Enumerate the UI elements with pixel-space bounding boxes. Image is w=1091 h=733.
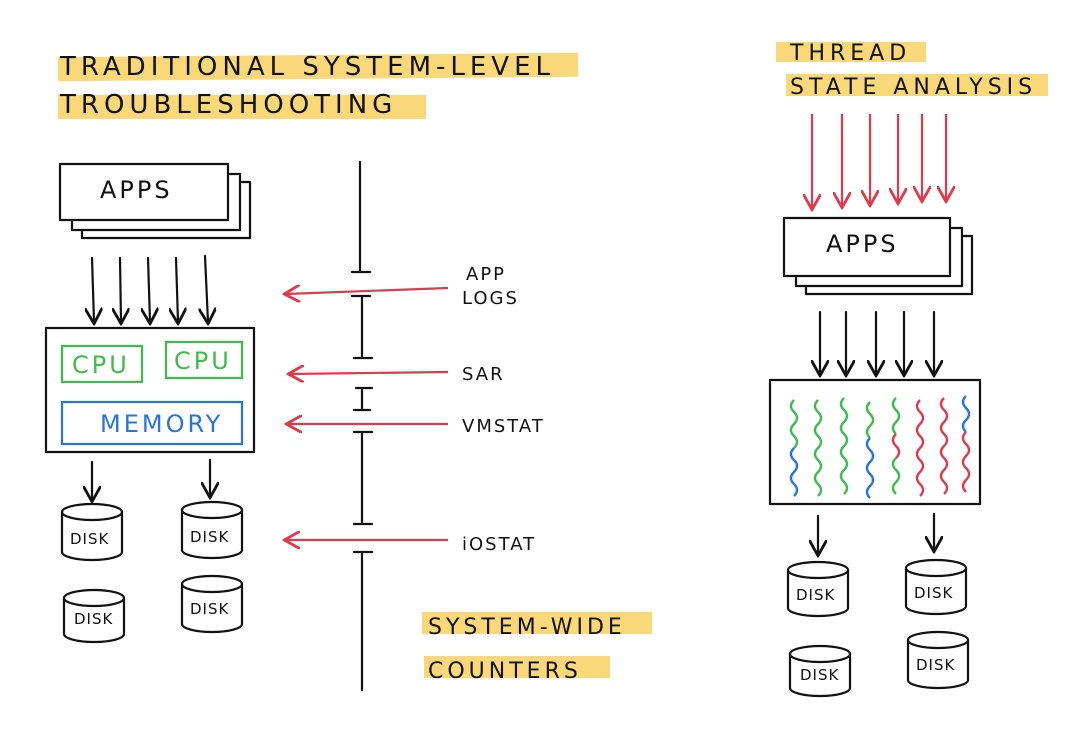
left-disk-4: DISK: [180, 574, 244, 634]
thread-icon: [789, 447, 799, 497]
cpu-box-1: [60, 344, 144, 384]
thread-icon: [789, 399, 799, 449]
thread-state-box: [768, 378, 982, 506]
timeline-divider: [350, 160, 374, 692]
left-app-arrows: [92, 254, 208, 322]
left-disk-2: DISK: [180, 500, 244, 560]
thread-icon: [865, 437, 875, 499]
tool-sar: SAR: [462, 364, 505, 385]
cpu-label-1: CPU: [72, 351, 130, 379]
right-title: THREAD STATE ANALYSIS: [776, 41, 1048, 100]
footer-highlight-2: [424, 656, 610, 678]
left-title-line1: TRADITIONAL SYSTEM-LEVEL: [59, 52, 555, 82]
cpu-box-2: [164, 340, 244, 380]
cpu-label-2: CPU: [174, 347, 232, 375]
left-title-line2: TROUBLESHOOTING: [59, 90, 397, 120]
title-highlight-1: [57, 52, 579, 82]
disk-label: DISK: [190, 528, 229, 546]
footer-line2: COUNTERS: [428, 659, 582, 684]
thread-icon: [865, 401, 875, 439]
thread-icon: [939, 397, 949, 495]
left-system-box: CPU CPU MEMORY: [44, 326, 256, 454]
right-app-arrows: [820, 310, 934, 374]
thread-icon: [891, 433, 901, 459]
right-red-arrows: [812, 114, 946, 208]
disk-label: DISK: [914, 584, 953, 602]
right-apps-label: APPS: [826, 230, 899, 258]
right-disk-4: DISK: [906, 630, 970, 690]
right-disk-1: DISK: [786, 560, 850, 618]
tool-arrows: [286, 288, 449, 540]
disk-label: DISK: [190, 600, 229, 618]
disk-label: DISK: [74, 610, 113, 628]
tool-iostat: iOSTAT: [462, 534, 536, 555]
thread-icon: [813, 399, 823, 497]
thread-icon: [891, 457, 901, 495]
left-title: TRADITIONAL SYSTEM-LEVEL TROUBLESHOOTING: [57, 52, 579, 120]
right-disk-2: DISK: [904, 558, 968, 616]
footer-caption: SYSTEM-WIDE COUNTERS: [422, 612, 652, 684]
title-highlight-2: [58, 95, 426, 119]
tool-app-logs-1: APP: [466, 264, 506, 285]
left-apps-label: APPS: [100, 176, 173, 204]
left-disk-1: DISK: [60, 502, 124, 562]
arrow-icon: [286, 288, 449, 294]
disk-label: DISK: [800, 666, 839, 684]
left-disk-3: DISK: [62, 588, 126, 644]
arrow-icon: [290, 372, 449, 374]
right-title-highlight-1: [776, 42, 926, 62]
right-apps-stack: APPS: [782, 216, 974, 296]
right-title-highlight-2: [786, 74, 1048, 96]
thread-icon: [961, 395, 971, 433]
thread-icon: [839, 397, 849, 495]
disk-label: DISK: [916, 656, 955, 674]
tool-vmstat: VMSTAT: [462, 416, 545, 437]
tool-app-logs-2: LOGS: [462, 288, 519, 309]
right-disk-3: DISK: [788, 644, 852, 698]
disk-label: DISK: [70, 530, 109, 548]
right-title-line1: THREAD: [789, 41, 911, 66]
footer-line1: SYSTEM-WIDE: [428, 615, 626, 640]
thread-icon: [915, 399, 925, 497]
left-apps-stack: APPS: [58, 162, 252, 240]
memory-label: MEMORY: [100, 410, 223, 438]
footer-highlight-1: [422, 612, 652, 634]
disk-label: DISK: [796, 586, 835, 604]
thread-icon: [961, 431, 971, 493]
right-title-line2: STATE ANALYSIS: [790, 75, 1037, 100]
thread-icon: [891, 397, 901, 435]
memory-box: [60, 400, 244, 446]
